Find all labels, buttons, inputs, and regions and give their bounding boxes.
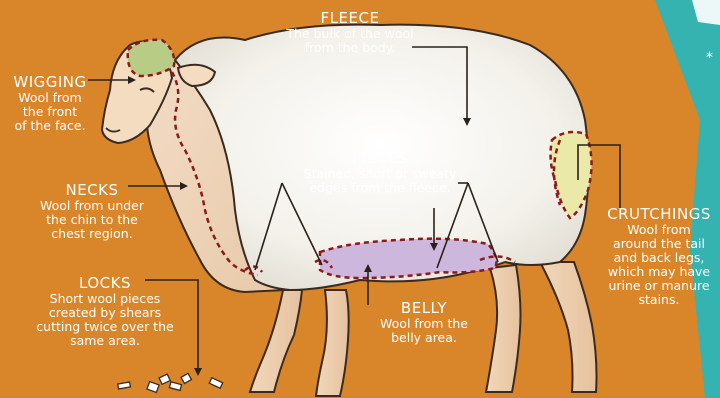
teal-asterisk: * bbox=[706, 50, 713, 66]
belly-label: BELLY Wool from the belly area. bbox=[362, 300, 486, 345]
necks-title: NECKS bbox=[22, 182, 162, 199]
fleece-label: FLEECE The bulk of the wool from the bod… bbox=[270, 10, 430, 55]
crutchings-desc: Wool from around the tail and back legs,… bbox=[598, 223, 720, 307]
necks-label: NECKS Wool from under the chin to the ch… bbox=[22, 182, 162, 241]
wigging-region bbox=[128, 40, 175, 76]
wigging-label: WIGGING Wool from the front of the face. bbox=[2, 74, 98, 133]
locks-title: LOCKS bbox=[20, 275, 190, 292]
wigging-title: WIGGING bbox=[2, 74, 98, 91]
lock-pieces bbox=[118, 373, 223, 392]
belly-title: BELLY bbox=[362, 300, 486, 317]
pieces-title: PIECES bbox=[275, 150, 485, 167]
pieces-label: PIECES Stained, short or sweaty edges fr… bbox=[275, 150, 485, 195]
crutchings-label: CRUTCHINGS Wool from around the tail and… bbox=[598, 206, 720, 307]
crutchings-title: CRUTCHINGS bbox=[598, 206, 720, 223]
fleece-desc: The bulk of the wool from the body. bbox=[270, 27, 430, 55]
belly-desc: Wool from the belly area. bbox=[362, 317, 486, 345]
locks-desc: Short wool pieces created by shears cutt… bbox=[20, 292, 190, 348]
locks-label: LOCKS Short wool pieces created by shear… bbox=[20, 275, 190, 348]
necks-desc: Wool from under the chin to the chest re… bbox=[22, 199, 162, 241]
wigging-desc: Wool from the front of the face. bbox=[2, 91, 98, 133]
pieces-desc: Stained, short or sweaty edges from the … bbox=[275, 167, 485, 195]
fleece-title: FLEECE bbox=[270, 10, 430, 27]
